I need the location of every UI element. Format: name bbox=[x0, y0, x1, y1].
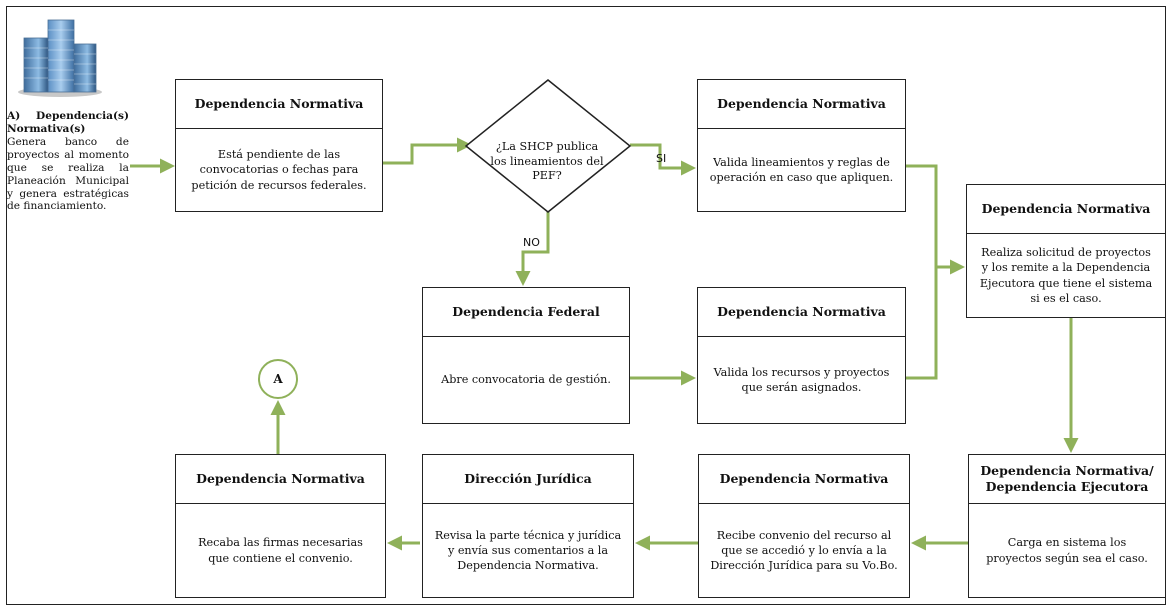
box-title: Dependencia Federal bbox=[423, 288, 629, 337]
side-title: A) Dependencia(s) Normativa(s) bbox=[7, 110, 129, 135]
arrow-b2-to-b3 bbox=[906, 164, 965, 275]
box-body: Recibe convenio del recurso al que se ac… bbox=[710, 528, 898, 573]
process-box-b2: Dependencia Normativa Valida lineamiento… bbox=[697, 79, 906, 212]
box-body: Valida los recursos y proyectos que será… bbox=[713, 365, 890, 394]
side-description: A) Dependencia(s) Normativa(s) Genera ba… bbox=[7, 110, 129, 213]
box-body: Está pendiente de las convocatorias o fe… bbox=[191, 148, 367, 192]
box-title: Dirección Jurídica bbox=[423, 455, 633, 504]
box-body: Revisa la parte técnica y jurídica y env… bbox=[434, 528, 622, 573]
box-title: Dependencia Normativa bbox=[176, 80, 382, 129]
box-title: Dependencia Normativa bbox=[176, 455, 385, 504]
box-title: Dependencia Normativa bbox=[699, 455, 909, 504]
offpage-connector-a: A bbox=[258, 359, 298, 399]
arrow-decision-yes bbox=[630, 143, 696, 176]
box-title: Dependencia Normativa bbox=[967, 185, 1165, 234]
process-box-b7: Dependencia Normativa Recibe convenio de… bbox=[698, 454, 910, 598]
box-title: Dependencia Normativa bbox=[698, 288, 905, 337]
office-buildings-icon bbox=[18, 19, 102, 97]
process-box-b5: Dependencia Normativa Valida los recurso… bbox=[697, 287, 906, 424]
side-text: Genera banco de proyectos al momento que… bbox=[7, 135, 129, 213]
process-box-b9: Dependencia Normativa Recaba las firmas … bbox=[175, 454, 386, 598]
box-title: Dependencia Normativa/ Dependencia Ejecu… bbox=[969, 455, 1165, 504]
box-body: Carga en sistema los proyectos según sea… bbox=[986, 536, 1148, 565]
arrow-b5-to-b3 bbox=[906, 267, 938, 380]
decision-text: ¿La SHCP publica los lineamientos del PE… bbox=[490, 140, 604, 183]
process-box-b4: Dependencia Federal Abre convocatoria de… bbox=[422, 287, 630, 424]
box-body: Abre convocatoria de gestión. bbox=[441, 373, 611, 387]
box-body: Valida lineamientos y reglas de operació… bbox=[709, 155, 894, 184]
box-body: Recaba las firmas necesarias que contien… bbox=[198, 536, 363, 565]
arrow-decision-no bbox=[515, 212, 550, 286]
process-box-b6: Dependencia Normativa/ Dependencia Ejecu… bbox=[968, 454, 1166, 598]
process-box-b3: Dependencia Normativa Realiza solicitud … bbox=[966, 184, 1166, 318]
decision-no-label: NO bbox=[523, 236, 540, 249]
box-body: Realiza solicitud de proyectos y los rem… bbox=[979, 246, 1153, 305]
process-box-b8: Dirección Jurídica Revisa la parte técni… bbox=[422, 454, 634, 598]
process-box-b1: Dependencia Normativa Está pendiente de … bbox=[175, 79, 383, 212]
decision-yes-label: SI bbox=[656, 152, 667, 165]
arrow-b1-to-decision bbox=[383, 137, 472, 165]
box-title: Dependencia Normativa bbox=[698, 80, 905, 129]
decision-diamond bbox=[464, 79, 632, 213]
